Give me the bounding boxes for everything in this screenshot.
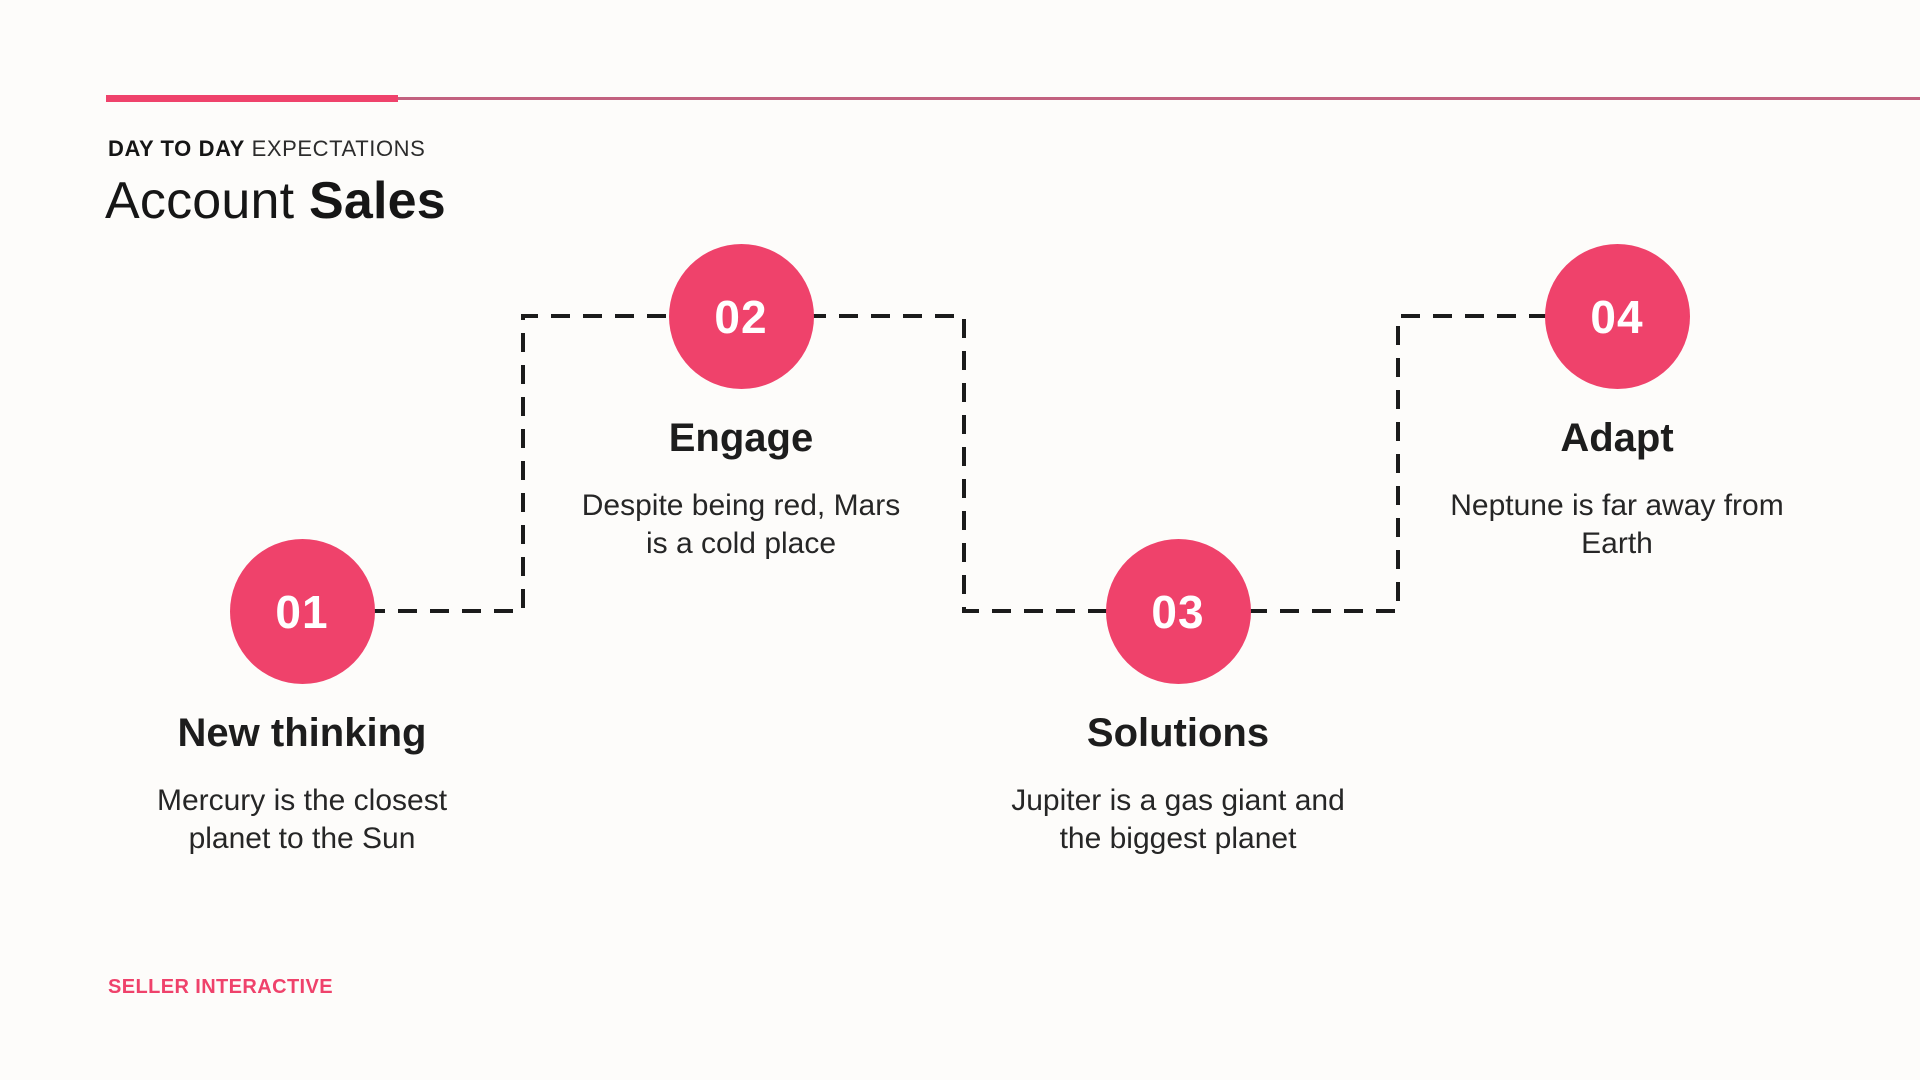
page-title: Account Sales: [105, 170, 446, 232]
step-04-number: 04: [1590, 290, 1644, 343]
step-02-title: Engage: [668, 416, 814, 460]
step-04-description: Neptune is far away from Earth: [1450, 489, 1784, 560]
step-01-title: New thinking: [177, 711, 427, 755]
step-02: 02 Engage Despite being red, Mars is a c…: [501, 244, 981, 563]
step-02-number: 02: [714, 290, 768, 343]
kicker-bold-text: DAY TO DAY: [108, 136, 245, 161]
step-03: 03 Solutions Jupiter is a gas giant and …: [938, 539, 1418, 858]
step-03-number: 03: [1151, 585, 1205, 638]
step-04-circle: 04: [1544, 244, 1690, 389]
page-title-bold: Sales: [308, 172, 446, 230]
step-01-description: Mercury is the closest planet to the Sun: [156, 784, 448, 855]
step-01: 01 New thinking Mercury is the closest p…: [62, 539, 542, 858]
kicker: DAY TO DAY EXPECTATIONS: [108, 136, 425, 162]
step-03-circle: 03: [1105, 539, 1251, 684]
step-04-title: Adapt: [1560, 416, 1674, 460]
step-03-title: Solutions: [1086, 711, 1270, 755]
footer-brand: SELLER INTERACTIVE: [108, 976, 333, 998]
top-accent-line-thick: [106, 95, 398, 102]
step-02-circle: 02: [668, 244, 814, 389]
step-04: 04 Adapt Neptune is far away from Earth: [1377, 244, 1857, 563]
step-01-circle: 01: [229, 539, 375, 684]
step-02-description: Despite being red, Mars is a cold place: [581, 489, 901, 560]
step-03-description: Jupiter is a gas giant and the biggest p…: [1011, 784, 1345, 855]
kicker-regular-text: EXPECTATIONS: [251, 136, 426, 161]
page-title-regular: Account: [105, 172, 295, 230]
step-01-number: 01: [275, 585, 329, 638]
top-accent-line-thin: [106, 97, 1920, 100]
